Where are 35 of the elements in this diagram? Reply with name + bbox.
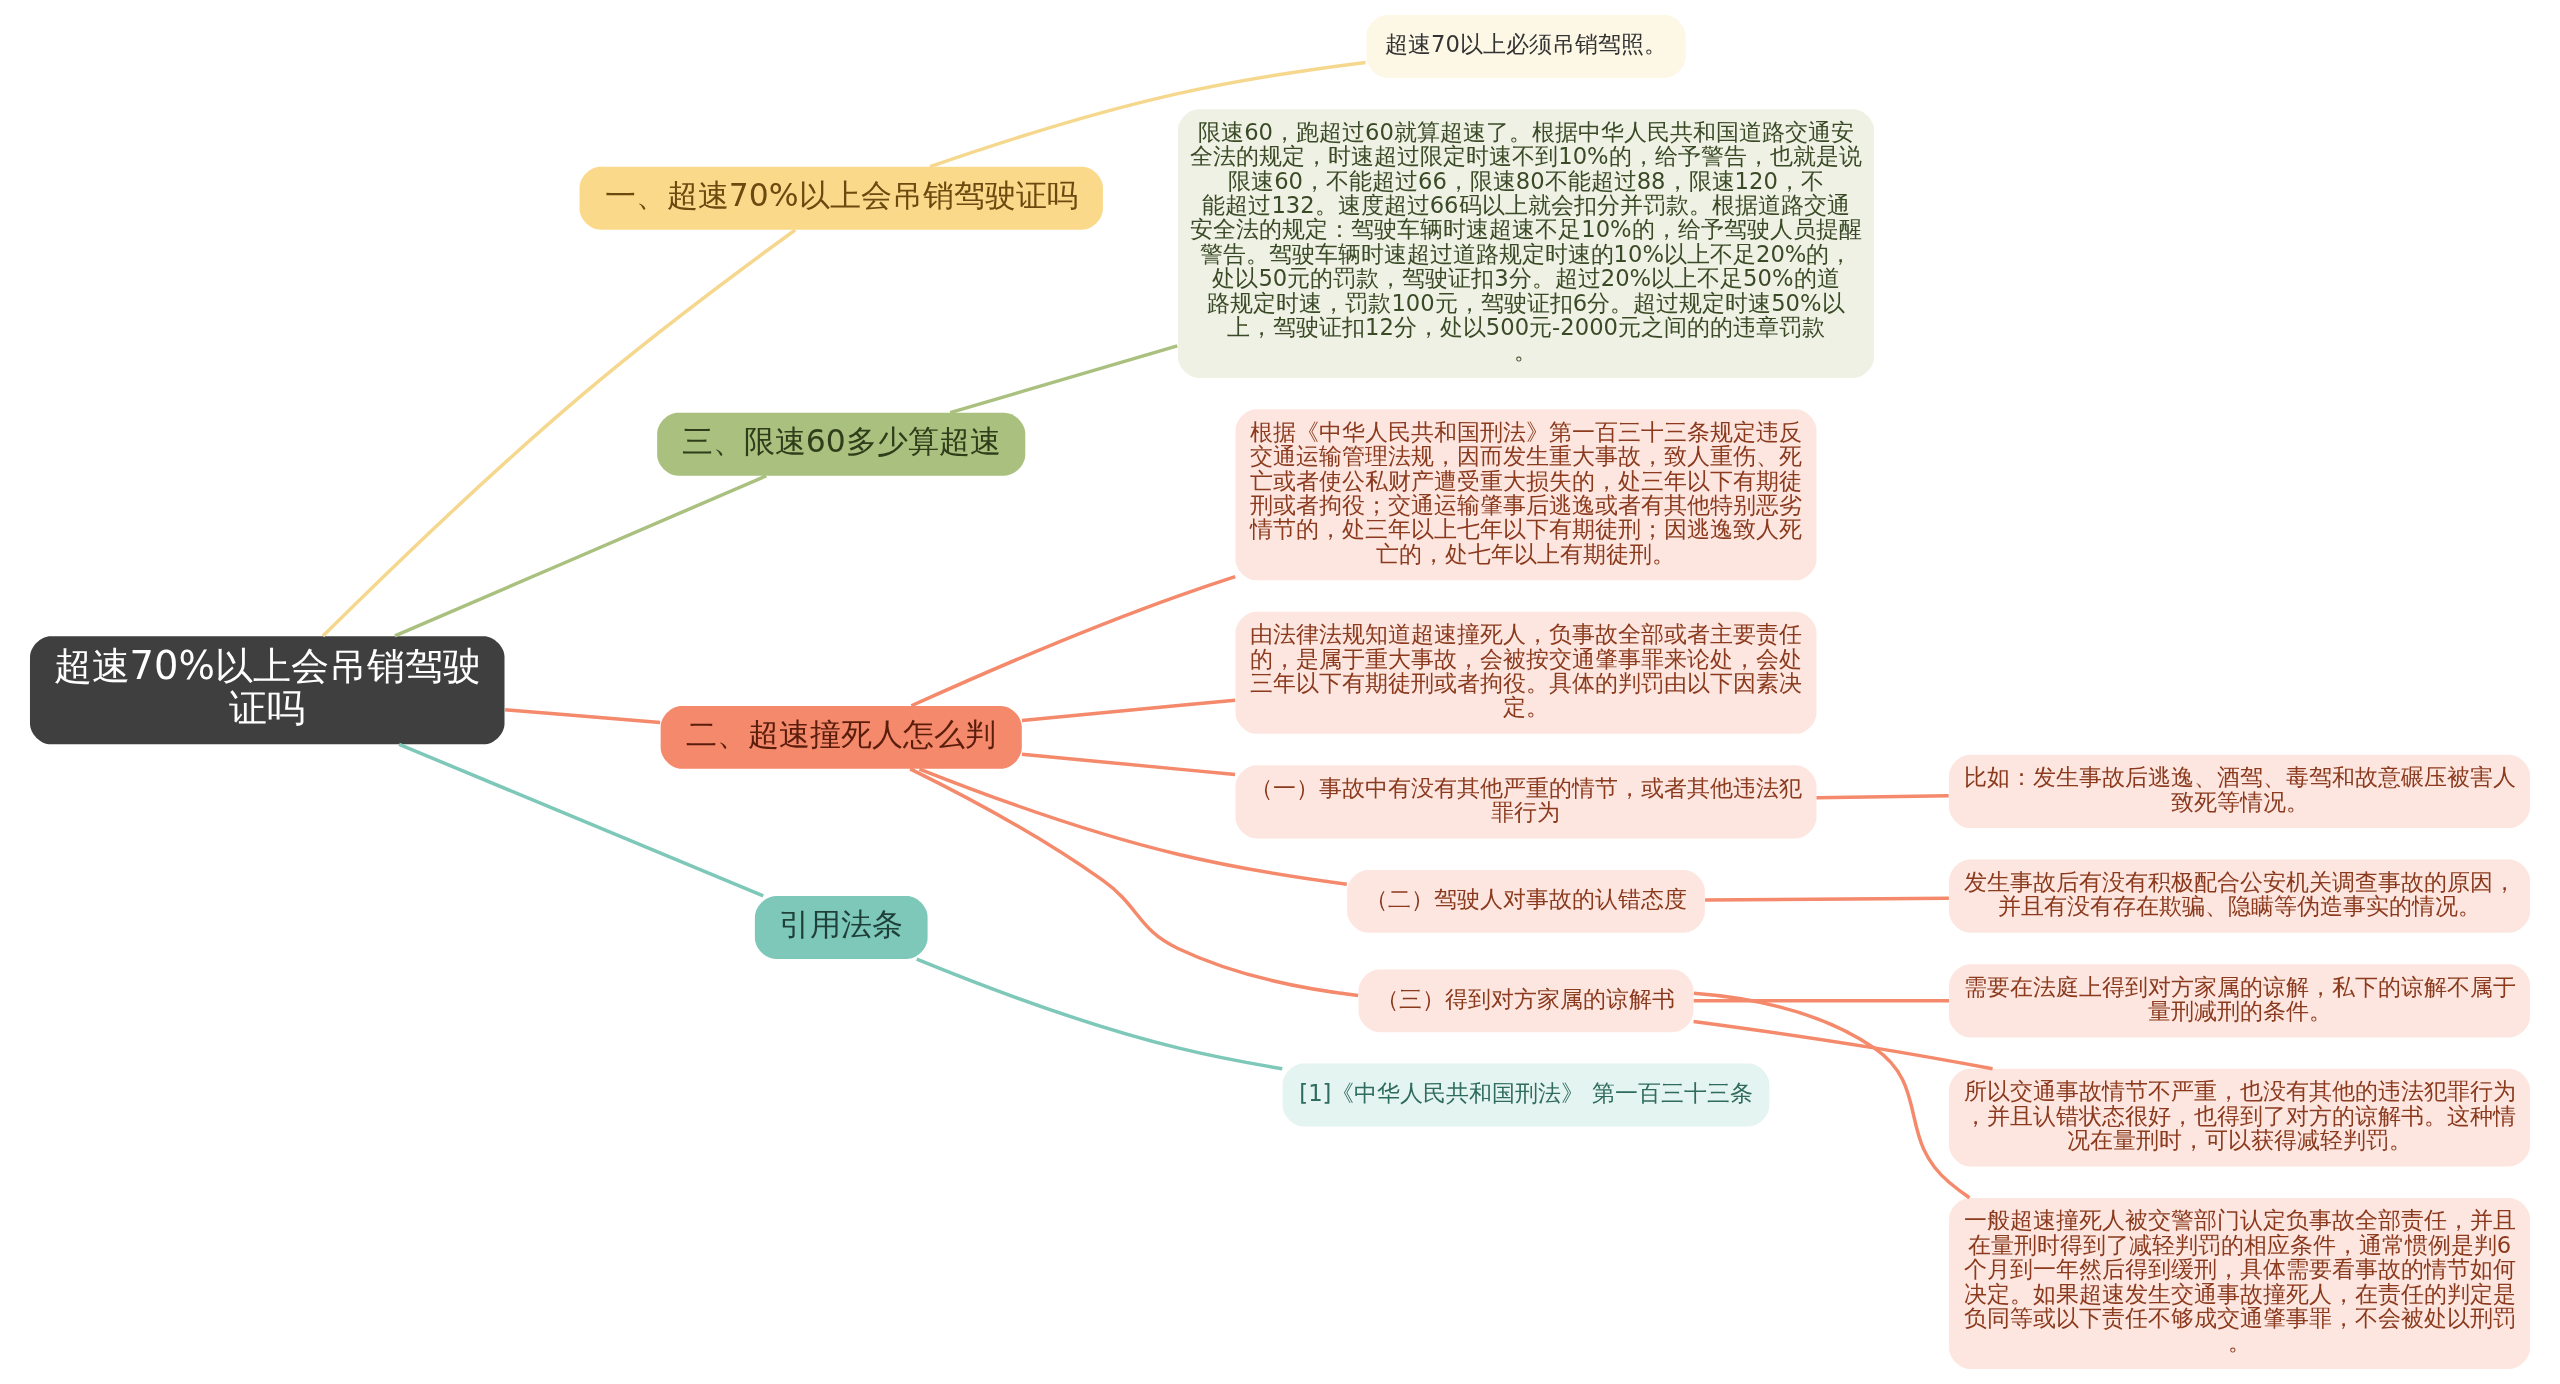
connector	[505, 708, 661, 725]
connector	[949, 344, 1178, 415]
node-box: 比如：发生事故后逃逸、酒驾、毒驾和故意碾压被害人致死等情况。	[1949, 754, 2530, 829]
connector	[918, 767, 1348, 886]
node-box: 发生事故后有没有积极配合公安机关调查事故的原因，并且有没有存在欺骗、隐瞒等伪造事实的情况。	[1949, 859, 2530, 933]
node-box: 一、超速70%以上会吊销驾驶证吗	[579, 166, 1103, 230]
node-box: （三）得到对方家属的谅解书	[1358, 969, 1694, 1033]
node-box: 根据《中华人民共和国刑法》第一百三十三条规定违反交通运输管理法规，因而发生重大事故，致人重伤、死亡或者使公私财产遭受重大损失的，处三年以下有期徒刑或者拘役；交通运输肇事后逃逸或者有其他特别恶劣情节的，处三年以上七年以下有期徒刑；因逃逸致人死亡的，处七年以上有期徒刑。	[1235, 409, 1817, 581]
node-box: 需要在法庭上得到对方家属的谅解，私下的谅解不属于量刑减刑的条件。	[1949, 964, 2530, 1038]
node-box: 一般超速撞死人被交警部门认定负事故全部责任，并且在量刑时得到了减轻判罚的相应条件，通常惯例是判6个月到一年然后得到缓刑，具体需要看事故的情节如何决定。如果超速发生交通事故撞死人，在责任的判定是负同等或以下责任不够成交通肇事罪，不会被处以刑罚。	[1949, 1197, 2530, 1369]
node-box: [1]《中华人民共和国刑法》 第一百三十三条	[1282, 1063, 1770, 1127]
node-box: 由法律法规知道超速撞死人，负事故全部或者主要责任的，是属于重大事故，会被按交通肇事罪来论处，会处三年以下有期徒刑或者拘役。具体的判罚由以下因素决定。	[1235, 611, 1817, 734]
node-box: 超速70%以上会吊销驾驶证吗	[30, 636, 505, 745]
connector	[1693, 999, 1949, 1003]
node-box: 二、超速撞死人怎么判	[660, 705, 1022, 769]
connector	[929, 60, 1366, 169]
node-box: 所以交通事故情节不严重，也没有其他的违法犯罪行为，并且认错状态很好，也得到了对方的谅解书。这种情况在量刑时，可以获得减轻判罚。	[1949, 1068, 2530, 1167]
connector	[1705, 896, 1949, 902]
connector	[910, 574, 1236, 708]
connector	[1816, 793, 1949, 800]
connector	[1021, 698, 1236, 723]
connector	[394, 474, 767, 638]
node-box: 引用法条	[754, 896, 928, 959]
node-box: 超速70以上必须吊销驾照。	[1366, 15, 1686, 78]
connector	[1021, 752, 1236, 777]
connector	[398, 742, 764, 898]
connector	[1693, 991, 1971, 1200]
connector	[1693, 1019, 1993, 1071]
connector	[916, 957, 1283, 1071]
node-box: （一）事故中有没有其他严重的情节，或者其他违法犯罪行为	[1235, 765, 1817, 839]
node-box: 三、限速60多少算超速	[657, 412, 1026, 476]
node-box: （二）驾驶人对事故的认错态度	[1347, 869, 1705, 933]
connector	[321, 228, 797, 638]
connector	[909, 767, 1359, 998]
node-box: 限速60，跑超过60就算超速了。根据中华人民共和国道路交通安全法的规定，时速超过限定时速不到10%的，给予警告，也就是说限速60，不能超过66，限速80不能超过88，限速120，不能超过132。速度超过66码以上就会扣分并罚款。根据道路交通安全法的规定：驾驶车辆时速超速不足10%的，给予驾驶人员提醒警告。驾驶车辆时速超过道路规定时速的10%以上不足20%的，处以50元的罚款，驾驶证扣3分。超过20%以上不足50%的道路规定时速，罚款100元，驾驶证扣6分。超过规定时速50%以上，驾驶证扣12分，处以500元-2000元之间的的违章罚款。	[1177, 109, 1875, 378]
